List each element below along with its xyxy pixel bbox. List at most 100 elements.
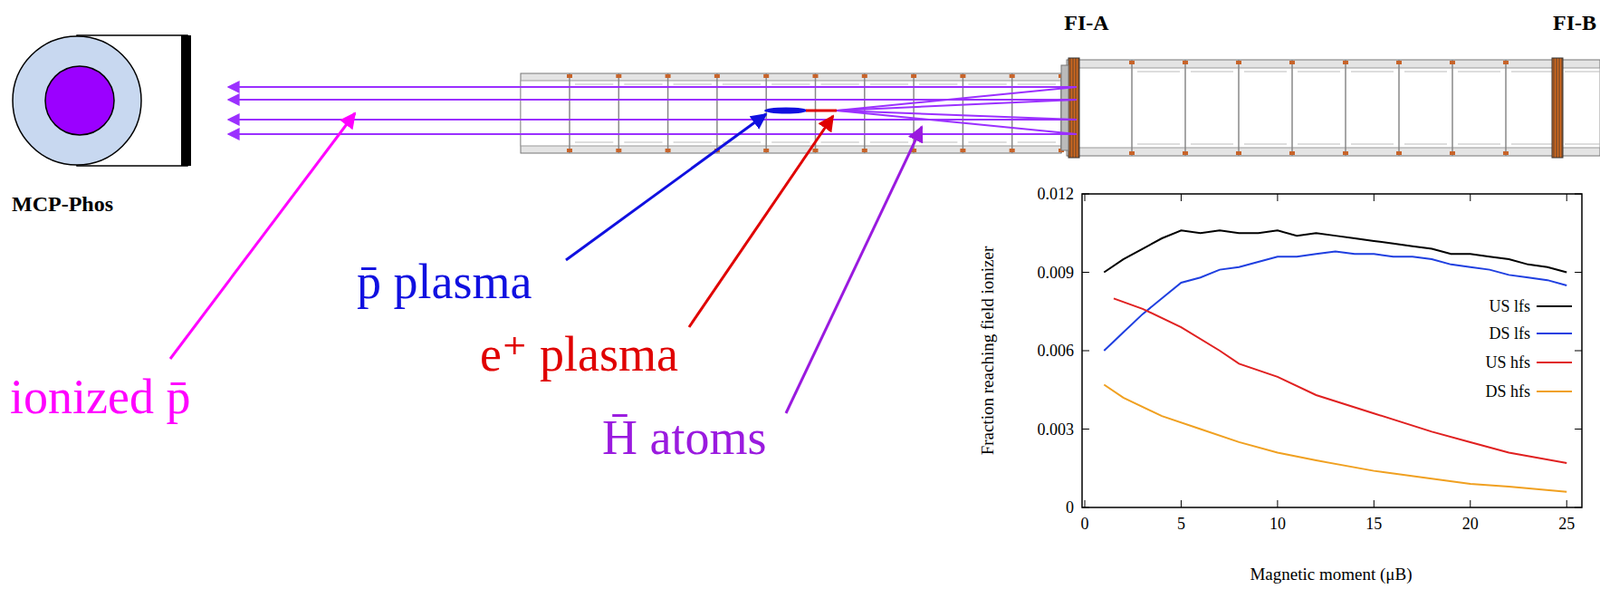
data-curve <box>1113 297 1567 463</box>
legend-entry: DS hfs <box>1485 383 1531 400</box>
tick <box>1082 428 1090 430</box>
detector-label: MCP-Phos <box>11 192 114 215</box>
grid-wire <box>1078 57 1080 158</box>
electrode-ring <box>1017 84 1056 86</box>
tick <box>1574 350 1582 352</box>
electrode-ring <box>1564 71 1600 73</box>
legend-entry: US lfs <box>1488 297 1531 315</box>
tick <box>1574 507 1582 508</box>
electrode-ring <box>1350 71 1394 73</box>
active-area <box>45 66 115 135</box>
insulator <box>1235 60 1242 65</box>
electrode-gap <box>618 73 621 154</box>
grid-wire <box>1556 57 1558 158</box>
antiproton-trajectory <box>228 86 1077 88</box>
insulator <box>1503 151 1509 155</box>
electrode-ring <box>722 84 761 86</box>
grid-wire <box>1073 57 1074 158</box>
atom-trajectory <box>836 99 1077 111</box>
tick <box>1082 271 1090 273</box>
legend-line <box>1536 390 1572 393</box>
detector: MCP-Phos <box>0 27 218 222</box>
electrode-ring <box>1137 71 1180 73</box>
axis-title: Magnetic moment (μB) <box>1249 565 1412 583</box>
electrode-gap <box>568 73 571 154</box>
electrode-gap <box>1504 59 1507 156</box>
electrode-gap <box>1011 73 1014 154</box>
electrode-ring <box>1511 143 1554 145</box>
electrode-ring <box>1511 71 1554 73</box>
electrode-gap <box>765 73 767 154</box>
insulator <box>1129 151 1135 155</box>
insulator <box>1182 151 1189 155</box>
tick <box>1373 193 1375 202</box>
insulator <box>862 74 868 78</box>
electrode-ring <box>1457 143 1501 145</box>
insulator <box>714 74 720 78</box>
phosphor-screen <box>181 35 192 166</box>
field-ionizer-grid <box>1068 57 1080 158</box>
electrode-ring <box>1350 143 1394 145</box>
tick-label: 0.003 <box>1037 421 1075 438</box>
insulator <box>615 74 622 78</box>
tick <box>1180 193 1182 202</box>
legend-entry: US hfs <box>1485 354 1531 371</box>
electrode-wall <box>520 73 1062 154</box>
electrode-ring <box>967 84 1006 86</box>
tick <box>1566 499 1568 508</box>
legend-line <box>1536 361 1572 364</box>
electrode-gap <box>1130 59 1133 156</box>
atom-trajectories <box>228 86 1077 135</box>
insulator <box>1182 60 1189 65</box>
insulator <box>910 74 917 78</box>
tick <box>1373 499 1375 508</box>
grid-wire <box>1559 57 1561 158</box>
tick-label: 0 <box>1081 515 1090 532</box>
electrode-ring <box>870 84 909 86</box>
inset-chart <box>1082 193 1582 508</box>
insulator <box>763 74 769 78</box>
tick <box>1574 271 1582 273</box>
legend-line <box>1536 332 1572 335</box>
tick-label: 15 <box>1365 515 1382 532</box>
plot-frame <box>1082 193 1582 508</box>
tick <box>1082 350 1090 352</box>
electrode-gap <box>1344 59 1347 156</box>
insulator <box>959 148 966 153</box>
electrode-ring <box>1297 71 1341 73</box>
electrode-ring <box>673 84 712 86</box>
tick <box>1082 193 1090 195</box>
legend-line <box>1536 305 1572 307</box>
insulator <box>959 74 966 78</box>
tick <box>1469 499 1471 508</box>
electrode-ring <box>1190 71 1234 73</box>
insulator <box>1342 151 1349 155</box>
electrode-ring <box>574 142 614 144</box>
antiproton-trajectory <box>228 98 1077 101</box>
electrode-gap <box>716 73 719 154</box>
electrode-ring <box>574 84 614 86</box>
insulator <box>665 74 671 78</box>
leader-arrow <box>785 126 922 413</box>
electrode-ring <box>1297 143 1341 145</box>
tick-label: 10 <box>1269 515 1286 532</box>
electrode-ring <box>623 142 662 144</box>
electrode-ring <box>1404 71 1447 73</box>
callout-label: ionized p̄ <box>9 372 191 422</box>
leader-arrow <box>170 113 355 359</box>
electrode-ring <box>967 142 1006 144</box>
insulator <box>1449 151 1456 155</box>
electrode-ring <box>870 142 909 144</box>
insulator <box>763 148 769 153</box>
electrode-ring <box>1244 71 1287 73</box>
tick <box>1574 428 1582 430</box>
tick-label: 5 <box>1177 515 1186 532</box>
tick <box>1082 507 1090 508</box>
tick <box>1276 499 1278 508</box>
insulator <box>813 148 819 153</box>
callout-label: H̄ atoms <box>602 412 767 462</box>
electrode-ring <box>1244 143 1287 145</box>
callout-label: e⁺ plasma <box>479 329 679 379</box>
electrode-ring <box>1404 143 1447 145</box>
electrode-ring <box>623 84 662 86</box>
